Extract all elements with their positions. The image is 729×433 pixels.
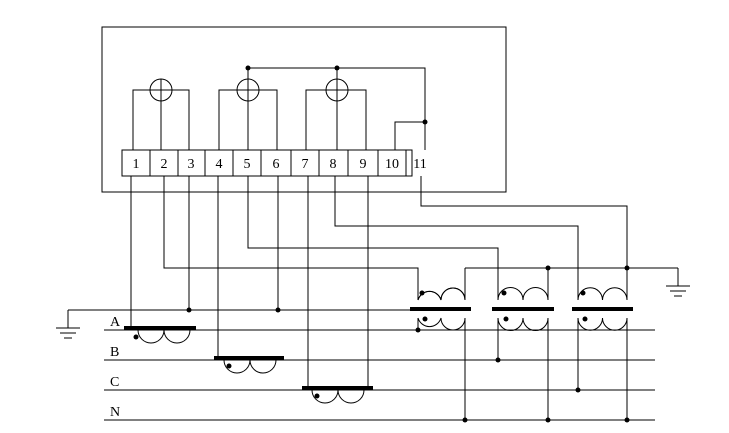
terminal-4-label: 4 — [216, 157, 223, 172]
phase-label-b: B — [110, 345, 119, 360]
terminal-6-label: 6 — [273, 157, 280, 172]
meter-internal-wiring — [132, 65, 428, 150]
terminal-block: 1 2 3 4 5 6 7 8 9 10 11 — [121, 149, 427, 177]
wire-terminal-8 — [334, 176, 579, 285]
wire-terminal-11 — [420, 176, 628, 300]
phase-label-a: A — [110, 315, 121, 330]
terminal-3-label: 3 — [188, 157, 195, 172]
voltage-transformer-a — [410, 285, 471, 423]
terminal-10-label: 10 — [385, 157, 399, 172]
voltage-transformer-b — [492, 285, 554, 423]
terminal-11-label: 11 — [413, 157, 426, 172]
phase-label-n: N — [110, 405, 120, 420]
terminal-8-label: 8 — [330, 157, 337, 172]
wire-terminal-5 — [247, 176, 499, 285]
terminal-2-label: 2 — [161, 157, 168, 172]
terminal-9-label: 9 — [360, 157, 367, 172]
ground-symbol-left — [56, 310, 80, 339]
phase-label-c: C — [110, 375, 119, 390]
wire-terminal-2 — [163, 176, 419, 285]
terminal-block-outline — [121, 149, 413, 177]
terminal-5-label: 5 — [244, 157, 251, 172]
voltage-transformer-c — [572, 285, 633, 423]
terminal-1-label: 1 — [133, 157, 140, 172]
current-transformer-b — [214, 356, 284, 374]
terminal-7-label: 7 — [302, 157, 309, 172]
current-transformer-a — [124, 326, 196, 344]
ground-symbol-right — [666, 268, 690, 297]
phase-lines: A B C N — [104, 315, 655, 421]
external-wiring — [68, 176, 678, 390]
meter-enclosure — [101, 26, 507, 193]
current-transformer-c — [302, 386, 373, 404]
